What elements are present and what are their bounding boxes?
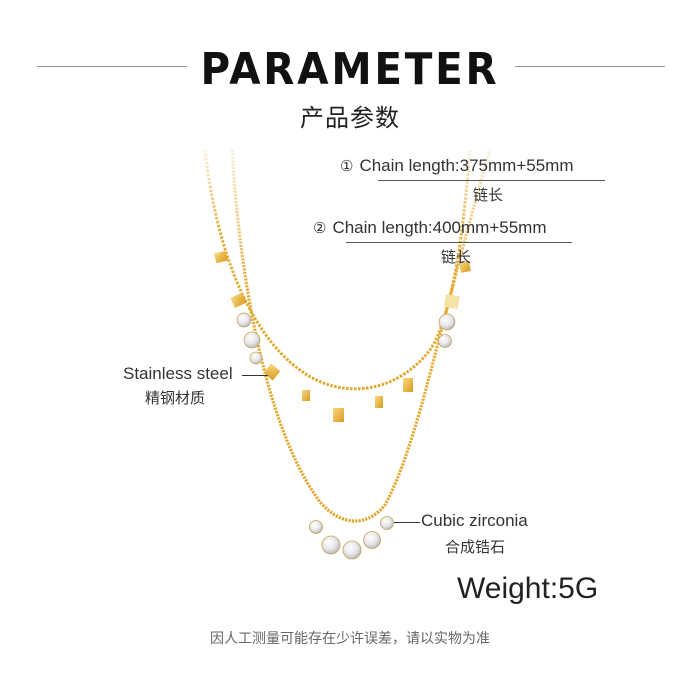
spec-chain-length-2: ② Chain length:400mm+55mm — [313, 218, 546, 238]
long-chain — [230, 149, 492, 523]
callout-material-cn: 精钢材质 — [145, 389, 206, 407]
measurement-disclaimer: 因人工测量可能存在少许误差，请以实物为准 — [210, 631, 490, 647]
spec-label-cn-1: 链长 — [473, 186, 504, 204]
callout-stone: Cubic zirconia — [421, 511, 528, 530]
header-rule-left — [37, 66, 187, 67]
spec-number-2: ② — [313, 220, 327, 237]
steel-tags — [213, 250, 471, 422]
page-subtitle: 产品参数 — [300, 104, 400, 132]
spec-label-2: Chain length:400mm+55mm — [332, 218, 547, 237]
callout-material-leader — [242, 375, 268, 376]
page-title: PARAMETER — [200, 44, 500, 95]
header-rule-right — [515, 66, 665, 67]
callout-material: Stainless steel — [123, 364, 233, 383]
spec-label-1: Chain length:375mm+55mm — [359, 156, 574, 175]
weight-label: Weight:5G — [457, 572, 599, 605]
cubic-zirconia-stones — [309, 516, 394, 560]
callout-stone-leader — [394, 522, 420, 523]
spec-label-cn-2: 链长 — [441, 248, 472, 266]
short-chain-crystals — [236, 312, 456, 365]
spec-number-1: ① — [340, 158, 354, 175]
spec-underline-1 — [378, 180, 605, 181]
callout-stone-cn: 合成锆石 — [445, 538, 506, 556]
spec-chain-length-1: ① Chain length:375mm+55mm — [340, 156, 573, 176]
spec-underline-2 — [346, 242, 572, 243]
